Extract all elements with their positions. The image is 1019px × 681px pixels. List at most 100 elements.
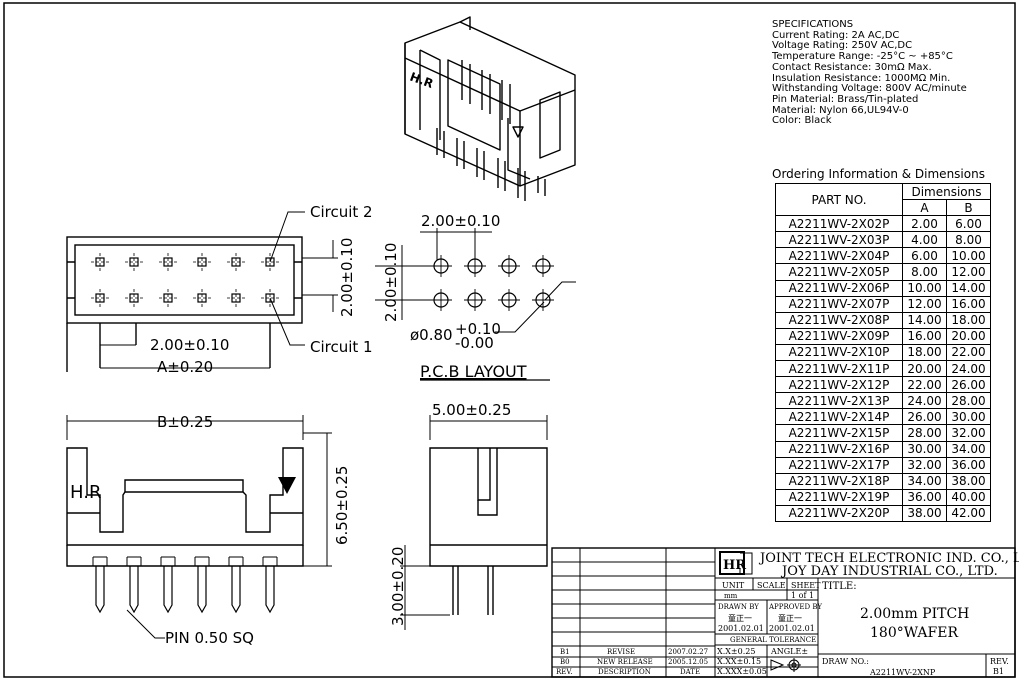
top-pin (91, 289, 109, 307)
dimension-a: A±0.20 (157, 358, 213, 376)
dim-b-cell: 40.00 (946, 488, 991, 506)
title-line-1: 2.00mm PITCH (860, 606, 969, 622)
tolerance-3: X.XXX±0.05 (717, 667, 767, 676)
part-number-cell: A2211WV-2X20P (775, 504, 903, 522)
approved-date: 2001.02.01 (769, 624, 815, 633)
dim-b-cell: 6.00 (946, 215, 991, 233)
part-number-cell: A2211WV-2X05P (775, 263, 903, 281)
iso-logo: H.R (408, 70, 435, 91)
part-number-cell: A2211WV-2X15P (775, 424, 903, 442)
front-view (66, 447, 304, 567)
dim-b-cell: 18.00 (946, 311, 991, 329)
dim-a-cell: 8.00 (902, 263, 947, 281)
part-number-cell: A2211WV-2X19P (775, 488, 903, 506)
side-view-dimensions (400, 415, 548, 630)
drawn-date: 2001.02.01 (718, 624, 764, 633)
front-pin (262, 556, 278, 614)
part-number-cell: A2211WV-2X10P (775, 343, 903, 362)
scale-label: SCALE (757, 581, 786, 590)
part-number-cell: A2211WV-2X17P (775, 456, 903, 474)
part-number-cell: A2211WV-2X13P (775, 392, 903, 410)
pcb-hole (430, 255, 452, 277)
dim-b-cell: 12.00 (946, 263, 991, 281)
top-pin (159, 253, 177, 271)
dim-a-cell: 30.00 (902, 440, 947, 458)
top-pin (261, 289, 279, 307)
dim-b-cell: 26.00 (946, 376, 991, 394)
front-pin (228, 556, 244, 614)
pcb-hole-tol-minus: -0.00 (455, 334, 494, 352)
revision-row-2-date: 2005.12.05 (668, 658, 708, 666)
dim-b-cell: 24.00 (946, 360, 991, 378)
unit-label: UNIT (722, 581, 745, 590)
circuit-1-label: Circuit 1 (310, 338, 373, 356)
top-pin (125, 289, 143, 307)
pcb-hole-tol-plus: +0.10 (455, 320, 501, 338)
dim-b-cell: 36.00 (946, 456, 991, 474)
spec-line: Insulation Resistance: 1000MΩ Min. (772, 72, 951, 84)
dim-a-cell: 14.00 (902, 311, 947, 329)
top-pin (159, 289, 177, 307)
spec-line: Withstanding Voltage: 800V AC/minute (772, 83, 967, 95)
top-pin (125, 253, 143, 271)
revision-row-1-rev: B1 (560, 648, 570, 656)
tolerance-label: GENERAL TOLERANCE (730, 636, 816, 644)
top-pin (193, 289, 211, 307)
dim-a-cell: 26.00 (902, 408, 947, 426)
dim-b-cell: 38.00 (946, 472, 991, 490)
company-logo: HR (719, 551, 746, 575)
dim-b-header: B (946, 199, 991, 217)
rev-label: REV. (990, 657, 1009, 666)
pcb-hole (430, 289, 452, 311)
top-pin (193, 253, 211, 271)
dim-a-cell: 22.00 (902, 376, 947, 394)
revision-row-2-desc: NEW RELEASE (597, 658, 653, 666)
top-vertical-pitch: 2.00±0.10 (338, 238, 356, 317)
part-number-cell: A2211WV-2X04P (775, 247, 903, 265)
part-no-header: PART NO. (775, 182, 903, 217)
dim-b-cell: 28.00 (946, 392, 991, 410)
dim-a-cell: 20.00 (902, 360, 947, 378)
tolerance-1: X.X±0.25 (717, 647, 755, 656)
dim-a-cell: 10.00 (902, 279, 947, 297)
dim-b-cell: 14.00 (946, 279, 991, 297)
title-label: TITLE: (822, 581, 857, 592)
part-number-cell: A2211WV-2X07P (775, 295, 903, 313)
side-pin-length: 3.00±0.20 (389, 547, 407, 626)
part-number-cell: A2211WV-2X03P (775, 231, 903, 249)
dim-b-cell: 8.00 (946, 231, 991, 249)
company-name-1: JOINT TECH ELECTRONIC IND. CO., LTD. (758, 551, 1019, 566)
pcb-dimensions (375, 228, 576, 333)
pcb-pitch-vertical: 2.00±0.10 (382, 243, 400, 322)
table-header-row: A B (776, 199, 991, 217)
table-header-row: PART NO. Dimensions (775, 182, 991, 217)
tolerance-2: X.XX±0.15 (717, 657, 761, 666)
title-line-2: 180°WAFER (870, 625, 958, 641)
description-header: DESCRIPTION (598, 668, 651, 676)
dim-a-cell: 18.00 (902, 343, 947, 362)
dim-a-cell: 32.00 (902, 456, 947, 474)
part-number-cell: A2211WV-2X12P (775, 376, 903, 394)
isometric-view (404, 16, 576, 201)
spec-line: Current Rating: 2A AC,DC (772, 29, 900, 41)
part-number-cell: A2211WV-2X11P (775, 360, 903, 378)
front-pin (194, 556, 210, 614)
drawn-by-name: 童正一 (728, 613, 752, 623)
drawn-by-label: DRAWN BY (718, 603, 759, 611)
svg-text:HR: HR (723, 558, 746, 573)
dim-b-cell: 30.00 (946, 408, 991, 426)
rev-value: B1 (993, 667, 1004, 676)
part-number-cell: A2211WV-2X14P (775, 408, 903, 426)
approved-by-label: APPROVED BY (768, 603, 822, 611)
